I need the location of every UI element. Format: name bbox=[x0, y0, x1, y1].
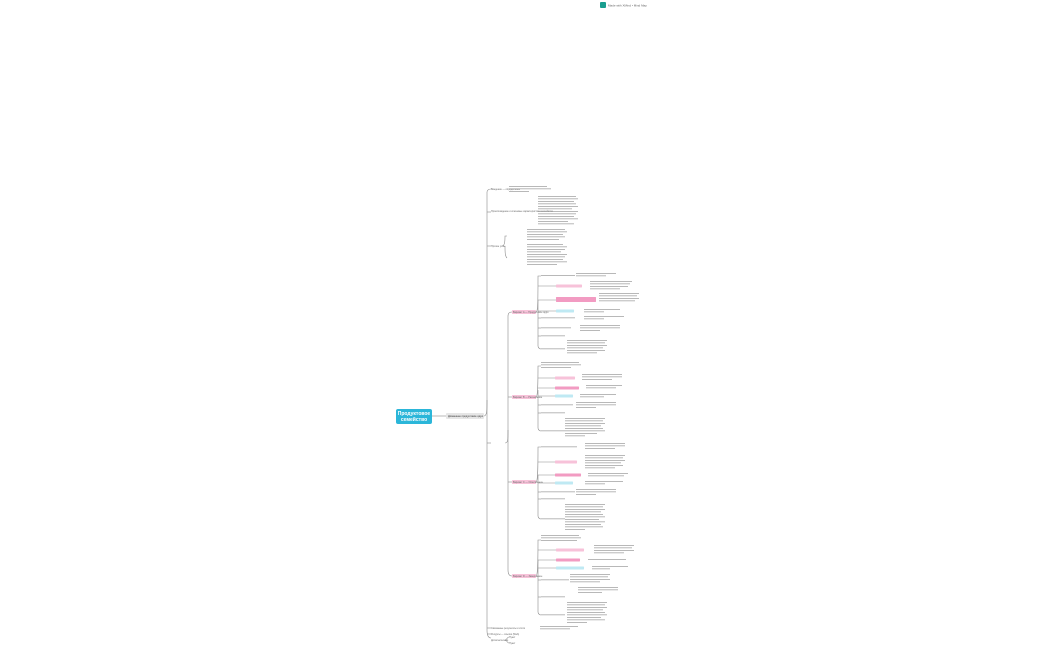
root-node[interactable]: Продуктовое семейство bbox=[396, 409, 432, 424]
text-blocks bbox=[509, 186, 578, 265]
other-text-block-1 bbox=[527, 229, 567, 240]
tail3-label: Дополнительно bbox=[491, 639, 509, 642]
xmind-logo-icon bbox=[600, 2, 606, 8]
tail-resources[interactable]: Ресурсы — ссылки (Web) bbox=[491, 633, 519, 636]
root-title-line1: Продуктовое bbox=[398, 411, 431, 417]
branch-gen4[interactable]: Вариант D — Завершение bbox=[512, 574, 543, 578]
level2-origin[interactable]: Происхождение и ключевые характеристики … bbox=[491, 210, 553, 213]
tail3-item-a: Пункт bbox=[509, 636, 516, 639]
tail2-label: Ресурсы — ссылки (Web) bbox=[491, 633, 519, 636]
gen2-label: Вариант B — Расширение bbox=[513, 396, 543, 399]
branch-gen1[interactable]: Вариант A — Продуктовое ядро bbox=[512, 310, 549, 314]
gen4-label: Вариант D — Завершение bbox=[513, 575, 543, 578]
other-label: Прочие узлы bbox=[491, 245, 506, 248]
branch-gen3[interactable]: Вариант C — Ответвление bbox=[512, 480, 544, 484]
gen3-children bbox=[541, 443, 628, 530]
main-topic[interactable]: Домашнее продуктовое ядро bbox=[446, 413, 484, 419]
main-topic-label: Домашнее продуктовое ядро bbox=[448, 414, 484, 418]
other-text-block-2 bbox=[527, 244, 567, 265]
gen4-children bbox=[541, 535, 634, 623]
intro-label: Введение — определение bbox=[491, 188, 521, 191]
tail-extra[interactable]: Дополнительно Пункт Пункт bbox=[491, 636, 516, 645]
level2-intro[interactable]: Введение — определение bbox=[491, 188, 521, 191]
watermark-text: Made with XMind • Mind Map bbox=[608, 4, 647, 8]
gen3-label: Вариант C — Ответвление bbox=[513, 481, 544, 484]
tail1-label: Связанные результаты и итоги bbox=[491, 627, 526, 630]
tail-results[interactable]: Связанные результаты и итоги bbox=[491, 626, 578, 630]
branch-gen2[interactable]: Вариант B — Расширение bbox=[512, 395, 543, 399]
connector-lines bbox=[432, 188, 556, 644]
origin-label: Происхождение и ключевые характеристики … bbox=[491, 210, 553, 213]
watermark: Made with XMind • Mind Map bbox=[600, 2, 647, 8]
gen1-children bbox=[541, 273, 639, 354]
level2-other[interactable]: Прочие узлы bbox=[491, 245, 506, 248]
intro-text-block bbox=[509, 186, 551, 192]
gen1-label: Вариант A — Продуктовое ядро bbox=[513, 311, 549, 314]
origin-text-block bbox=[538, 196, 578, 225]
tail3-item-b: Пункт bbox=[509, 642, 516, 645]
gen2-children bbox=[541, 362, 622, 437]
root-title-line2: семейство bbox=[401, 416, 427, 423]
